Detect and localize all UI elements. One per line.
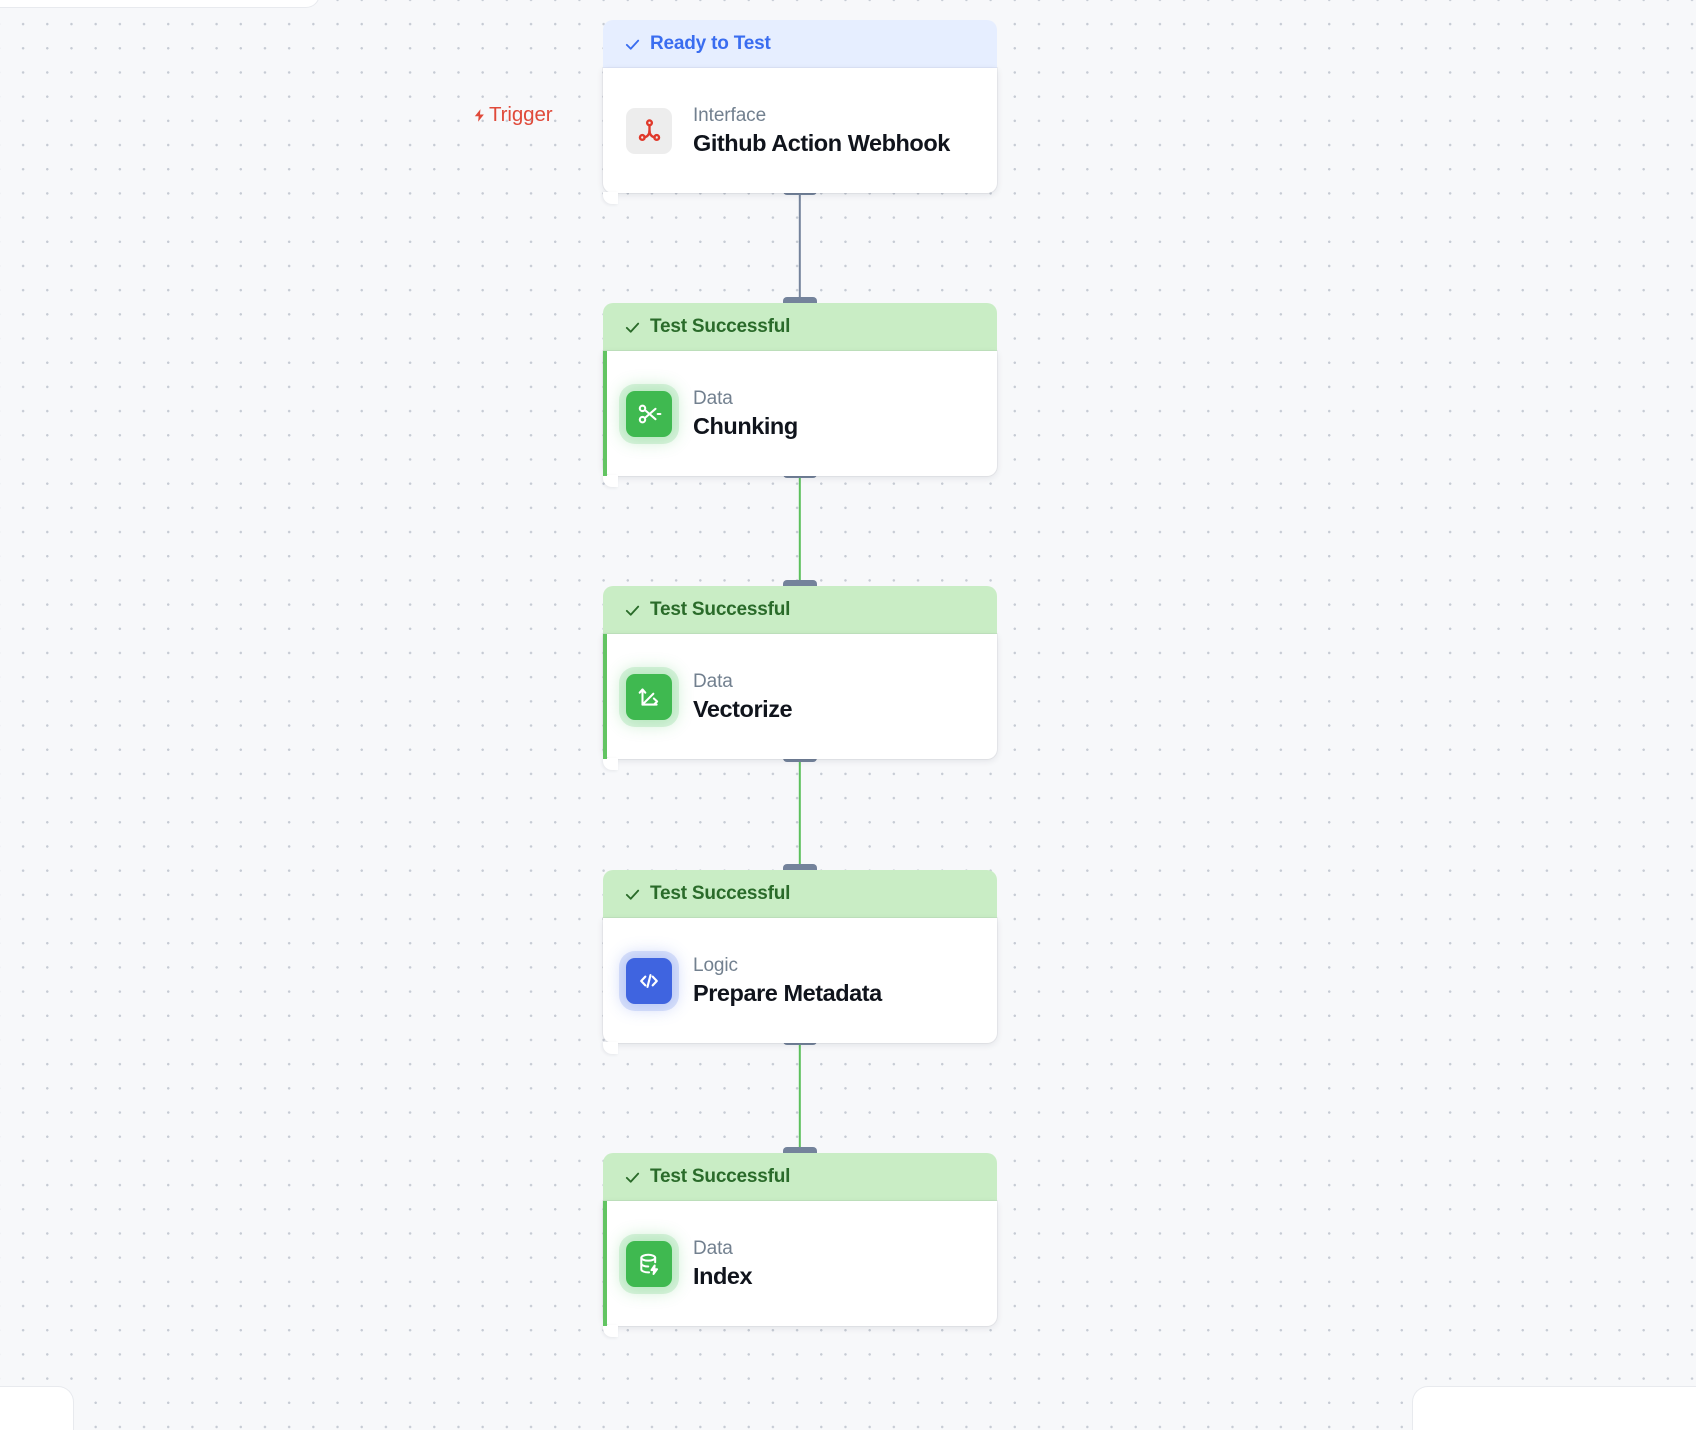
- node-status-badge: Test Successful: [603, 870, 997, 918]
- node-body[interactable]: Data Chunking: [603, 351, 997, 487]
- check-icon: [625, 889, 640, 900]
- node-kind-label: Logic: [693, 954, 738, 976]
- node-text: Data Vectorize: [693, 670, 793, 723]
- check-icon: [625, 322, 640, 333]
- edge-line: [798, 190, 802, 302]
- check-icon: [625, 1172, 640, 1183]
- node-status-badge: Test Successful: [603, 586, 997, 634]
- github-actions-icon: [626, 107, 672, 154]
- node-github-action-webhook[interactable]: Ready to Test Interface Github Acti: [603, 20, 997, 204]
- node-status-badge: Test Successful: [603, 1153, 997, 1201]
- check-icon: [625, 605, 640, 616]
- scissors-cut-icon: [626, 390, 672, 437]
- node-text: Interface Github Action Webhook: [693, 105, 950, 157]
- bottom-right-panel-chrome: [1412, 1386, 1696, 1430]
- edge-prepare-metadata-to-index[interactable]: [783, 1034, 817, 1158]
- node-vectorize[interactable]: Test Successful Data Vectorize: [603, 586, 997, 770]
- node-body[interactable]: Logic Prepare Metadata: [603, 918, 997, 1054]
- edge-target-handle[interactable]: [783, 297, 817, 308]
- edge-target-handle[interactable]: [783, 580, 817, 591]
- node-prepare-metadata[interactable]: Test Successful Logic Prepare Metadata: [603, 870, 997, 1054]
- edge-webhook-to-chunking[interactable]: [783, 184, 817, 308]
- edge-chunking-to-vectorize[interactable]: [783, 467, 817, 591]
- trigger-label-text: Trigger: [489, 103, 553, 126]
- edge-line: [798, 1040, 802, 1152]
- node-body[interactable]: Data Vectorize: [603, 634, 997, 770]
- node-chunking[interactable]: Test Successful Data Chunking: [603, 303, 997, 487]
- top-panel-chrome: [0, 0, 320, 8]
- node-kind-label: Data: [693, 1237, 733, 1259]
- node-title-label: Chunking: [693, 412, 798, 439]
- node-kind-label: Data: [693, 387, 733, 409]
- node-title-label: Prepare Metadata: [693, 979, 882, 1006]
- node-text: Data Chunking: [693, 388, 798, 440]
- database-lightning-icon: [626, 1240, 672, 1287]
- node-text: Logic Prepare Metadata: [693, 955, 882, 1007]
- edge-line: [798, 757, 802, 869]
- node-status-text: Test Successful: [650, 883, 791, 904]
- lightning-bolt-icon: [472, 106, 487, 125]
- edge-target-handle[interactable]: [783, 864, 817, 875]
- node-status-text: Ready to Test: [650, 33, 771, 54]
- edge-line: [798, 473, 802, 585]
- node-body[interactable]: Data Index: [603, 1201, 997, 1337]
- trigger-label: Trigger: [472, 103, 553, 127]
- node-title-label: Vectorize: [693, 695, 793, 722]
- node-text: Data Index: [693, 1237, 753, 1290]
- node-status-text: Test Successful: [650, 1166, 791, 1187]
- bottom-left-panel-chrome: [0, 1386, 74, 1430]
- edge-target-handle[interactable]: [783, 1147, 817, 1158]
- node-kind-label: Interface: [693, 104, 767, 126]
- node-status-badge: Ready to Test: [603, 20, 997, 68]
- node-kind-label: Data: [693, 670, 733, 692]
- check-icon: [625, 39, 640, 50]
- node-title-label: Github Action Webhook: [693, 129, 950, 156]
- node-title-label: Index: [693, 1262, 753, 1289]
- node-body[interactable]: Interface Github Action Webhook: [603, 68, 997, 204]
- node-status-text: Test Successful: [650, 316, 791, 337]
- edge-vectorize-to-prepare-metadata[interactable]: [783, 751, 817, 875]
- node-status-badge: Test Successful: [603, 303, 997, 351]
- vector-axes-icon: [626, 673, 672, 720]
- node-index[interactable]: Test Successful Data Index: [603, 1153, 997, 1337]
- node-status-text: Test Successful: [650, 599, 791, 620]
- code-brackets-icon: [626, 957, 672, 1004]
